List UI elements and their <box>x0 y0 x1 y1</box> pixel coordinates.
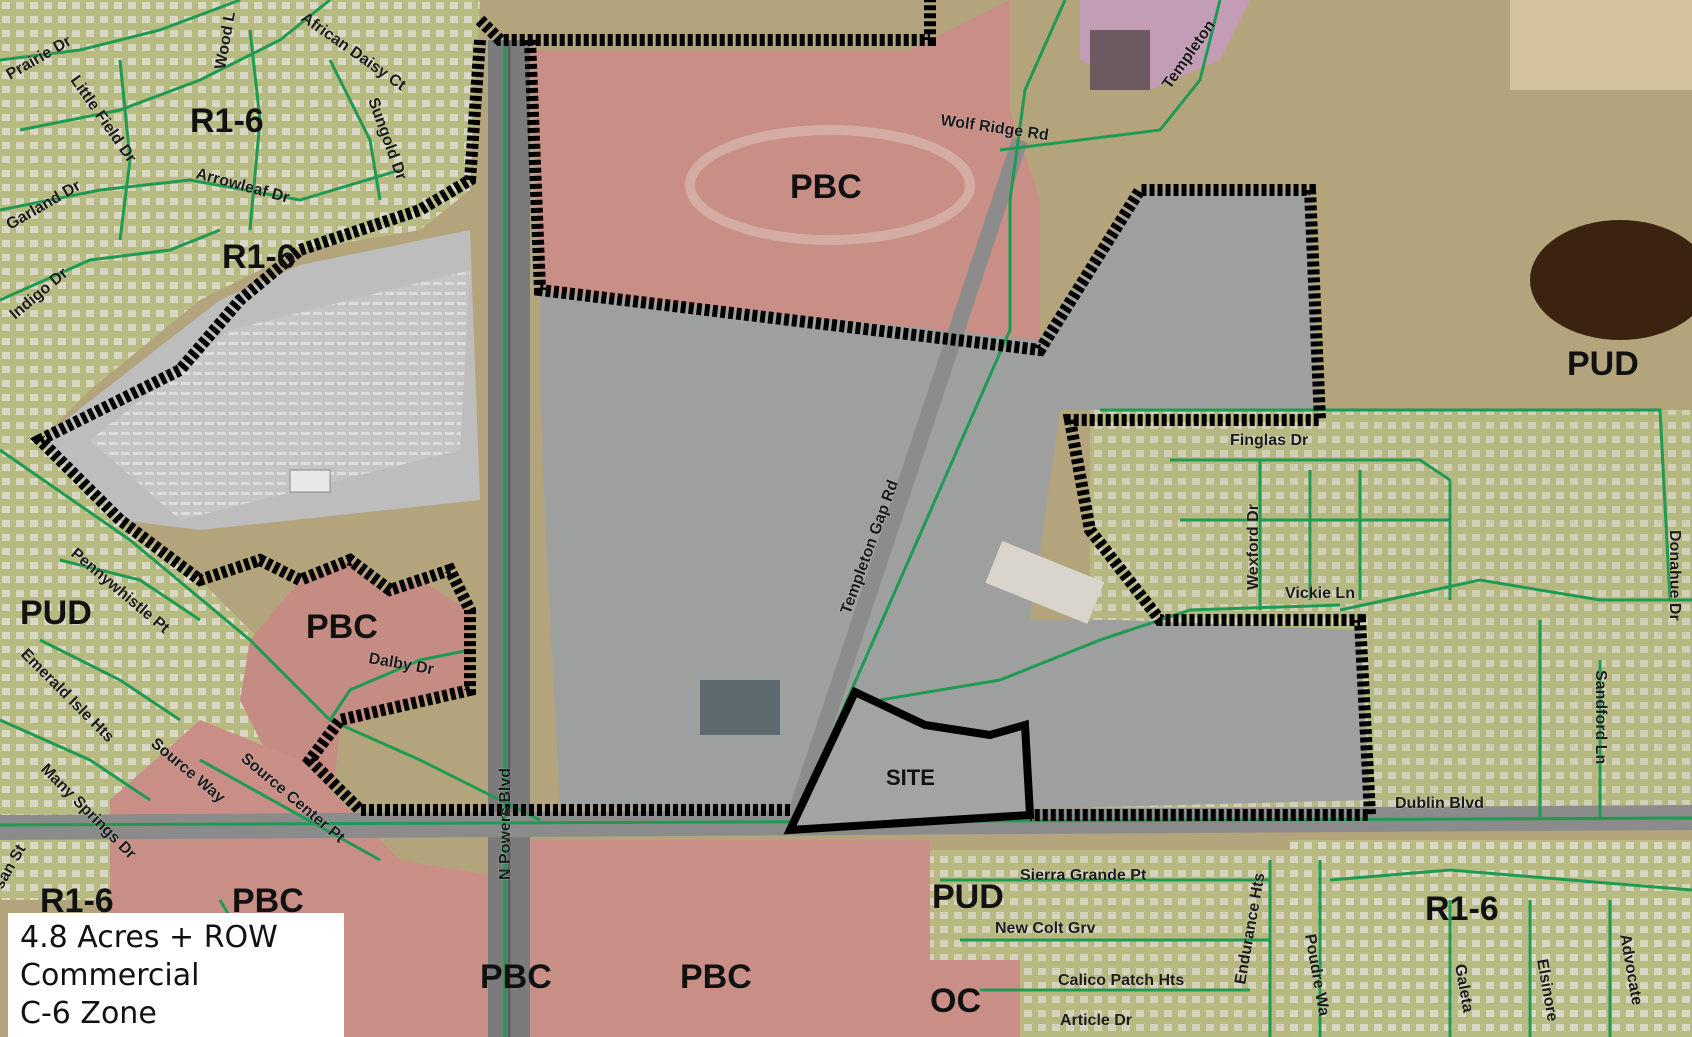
zone-label-pbc: PBC <box>790 168 862 206</box>
street-label: Wexford Dr <box>1245 504 1262 590</box>
track-oval <box>685 125 975 245</box>
residential-northwest <box>0 0 480 450</box>
zone-label-r1-6: R1-6 <box>190 102 264 140</box>
pbc-south-area <box>530 840 930 1037</box>
zone-label-pud: PUD <box>932 878 1004 916</box>
street-label: Finglas Dr <box>1230 432 1308 449</box>
long-parcel-strip <box>985 540 1105 624</box>
street-label: New Colt Grv <box>995 920 1096 937</box>
zone-label-pbc: PBC <box>680 958 752 996</box>
legend-zone: C-6 Zone <box>20 996 157 1031</box>
pond <box>1530 220 1692 340</box>
street-label: Donahue Dr <box>1666 530 1683 621</box>
site-parcel[interactable] <box>783 686 1035 835</box>
pbc-west-area <box>240 560 470 820</box>
street-label: Calico Patch Hts <box>1058 972 1184 989</box>
field-northeast <box>1510 0 1692 90</box>
building-warehouse <box>289 469 331 493</box>
building-nw-buildings <box>1090 30 1150 90</box>
site-label: SITE <box>886 765 935 790</box>
zone-label-pud: PUD <box>1567 345 1639 383</box>
street-label: Dublin Blvd <box>1395 795 1484 812</box>
street-label: Sierra Grande Pt <box>1020 867 1147 884</box>
oc-area <box>900 960 1020 1037</box>
study-boundary <box>29 0 1377 821</box>
street-label: N Powers Blvd <box>497 768 514 880</box>
zone-label-r1-6: R1-6 <box>222 238 296 276</box>
zone-label-pbc: PBC <box>306 608 378 646</box>
legend-acreage: 4.8 Acres + ROW <box>20 920 278 955</box>
zone-label-pbc: PBC <box>480 958 552 996</box>
aerial-vacant-north <box>540 190 1370 815</box>
street-label: Sandford Ln <box>1592 670 1609 764</box>
street-label: Article Dr <box>1060 1012 1132 1029</box>
templeton-gap-road-surface <box>782 137 1028 833</box>
pbc-north-area <box>530 0 1040 340</box>
zone-label-oc: OC <box>930 982 981 1020</box>
zone-label-r1-6: R1-6 <box>1425 890 1499 928</box>
legend-use: Commercial <box>20 958 200 993</box>
building-gray-complex <box>700 680 780 735</box>
aerial-lot-parking <box>90 270 470 520</box>
zone-label-pud: PUD <box>20 594 92 632</box>
map-legend: 4.8 Acres + ROW Commercial C-6 Zone <box>8 913 344 1037</box>
street-label: Vickie Ln <box>1285 585 1355 602</box>
